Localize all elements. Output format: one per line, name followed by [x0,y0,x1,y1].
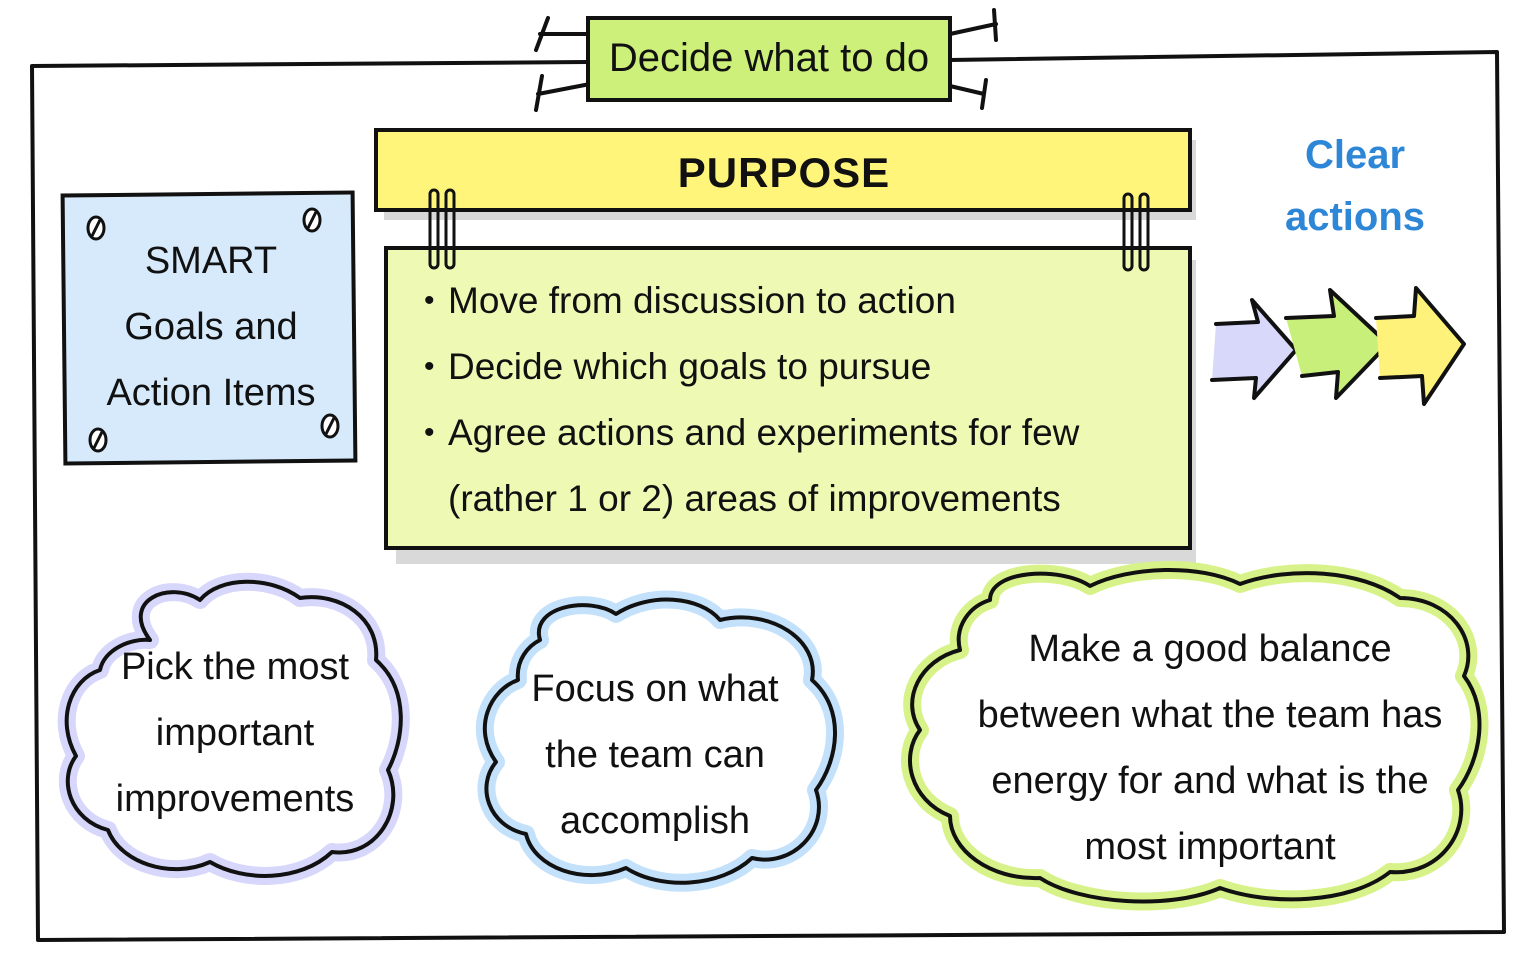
smart-line: Goals and [124,306,298,348]
purpose-bullet: Agree actions and experiments for few (r… [420,400,1180,532]
cloud-line: the team can [545,734,765,776]
cloud-line: improvements [115,778,355,820]
purpose-bullet: Decide which goals to pursue [420,334,1180,400]
cloud-line: energy for and what is the [991,760,1429,802]
cloud-line: Focus on what [531,668,779,710]
page-title: Decide what to do [608,36,930,80]
cloud-2-text: Focus on what the team can accomplish [520,656,790,854]
cloud-line: Make a good balance [1028,628,1392,670]
smart-line: Action Items [106,372,316,414]
smart-note-text: SMART Goals and Action Items [66,228,356,426]
cloud-line: between what the team has [977,694,1443,736]
clear-actions-label: Clear actions [1250,124,1460,248]
title-hangers [534,8,998,112]
pin-icon [86,207,340,453]
clear-actions-line: Clear [1304,133,1406,177]
cloud-line: Pick the most [120,646,350,688]
arrow-icon [1210,286,1466,406]
cloud-1-text: Pick the most important improvements [100,634,370,832]
purpose-heading: PURPOSE [677,149,891,196]
cloud-line: most important [1084,826,1336,868]
purpose-banner [374,128,1192,212]
cloud-line: accomplish [559,800,751,842]
outer-frame [30,50,1506,942]
purpose-bullets: Move from discussion to action Decide wh… [420,268,1180,532]
purpose-bullet: Move from discussion to action [420,268,1180,334]
title-sign [586,16,952,102]
cloud-line: important [155,712,315,754]
smart-line: SMART [144,240,278,282]
clear-actions-line: actions [1284,195,1426,239]
cloud-3-text: Make a good balance between what the tea… [960,616,1460,880]
smart-note [60,190,358,466]
